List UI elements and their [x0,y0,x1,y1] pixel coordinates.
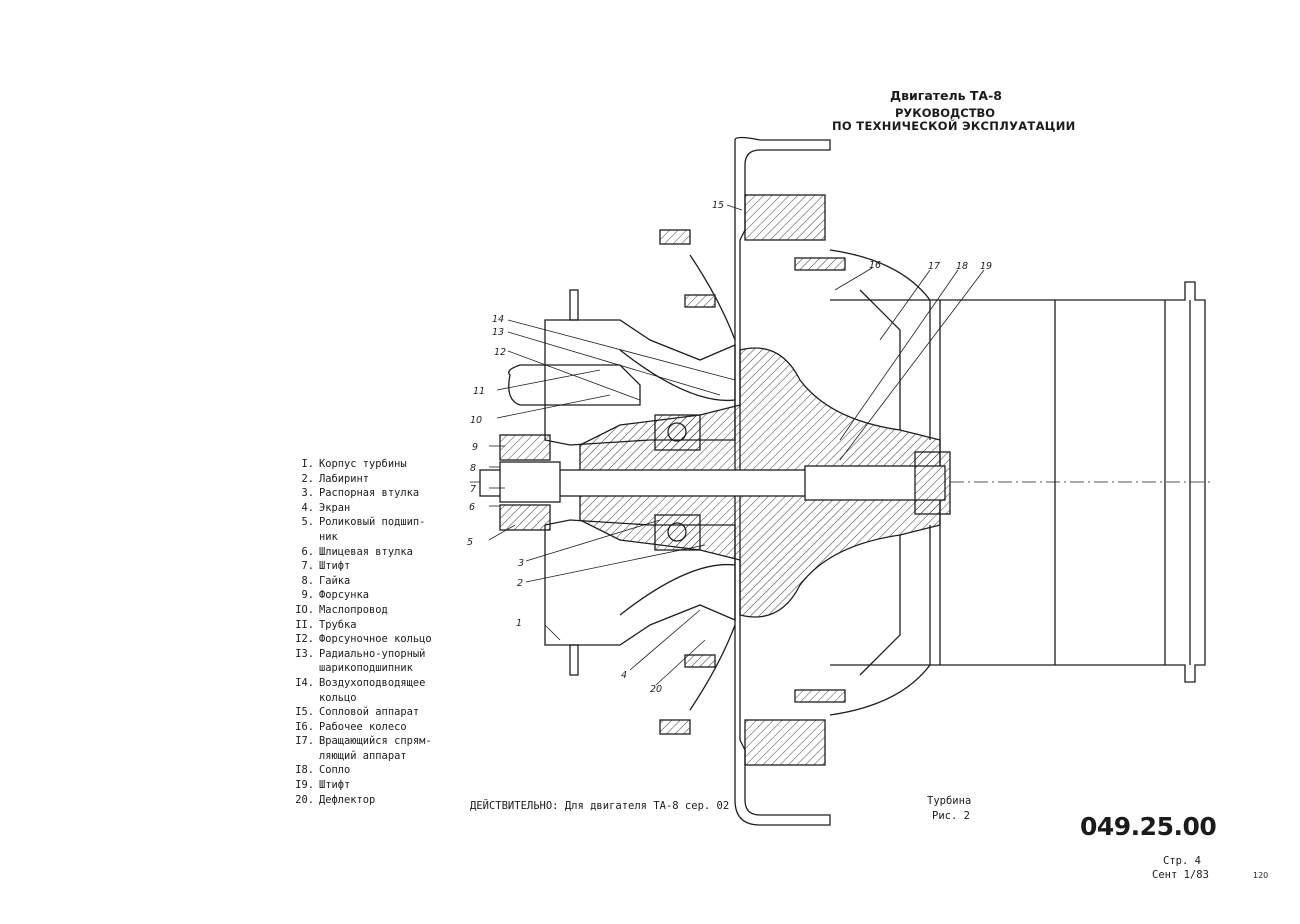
sheet-number: 120 [1253,871,1269,880]
callout-number: 5 [467,537,473,548]
engine-title: Двигатель ТА-8 [890,88,1002,103]
callout-number: 11 [473,386,485,397]
legend-item-number: I. [301,458,314,470]
legend-item-number: I8. [295,764,314,777]
figure-caption-number: Рис. 2 [932,810,970,822]
legend-item: I5. Сопловой аппарат [278,705,448,720]
manual-title-line1: РУКОВОДСТВО [895,106,996,120]
legend-item-label: Рабочее колесо [319,720,407,733]
legend-item-label: Лабиринт [319,472,370,485]
legend-item: I7. Вращающийся спрям- ляющий аппарат [278,734,448,763]
legend-item: 7. Штифт [278,559,448,574]
callout-number: 12 [494,347,506,358]
legend-item-label: Распорная втулка [319,487,420,500]
legend-item-number: I7. [295,735,314,748]
callout-number: 6 [469,502,475,513]
legend-item-number: 8. [301,574,314,587]
legend-item-label: Штифт [319,779,351,792]
callout-number: 8 [470,463,476,474]
legend-item-number: I5. [295,706,314,719]
legend-item: 3. Распорная втулка [278,486,448,501]
legend-item: 4. Экран [278,501,448,516]
callout-number: 14 [492,314,504,325]
legend-item-number: 3. [301,487,314,500]
callout-number: 2 [517,578,523,589]
callout-number: 7 [470,484,476,495]
legend-item-number: I4. [295,676,314,689]
legend-item: II. Трубка [278,618,448,633]
legend-item-label: Вращающийся спрям- ляющий аппарат [319,735,432,762]
legend-item-label: Дефлектор [319,793,376,806]
validity-note: ДЕЙСТВИТЕЛЬНО: Для двигателя ТА-8 сер. 0… [470,800,730,812]
revision-date: Сент 1/83 [1152,869,1209,881]
legend-item: 2. Лабиринт [278,472,448,487]
manual-title-line2: ПО ТЕХНИЧЕСКОЙ ЭКСПЛУАТАЦИИ [832,119,1076,133]
legend-item: I6. Рабочее колесо [278,720,448,735]
callout-number: 16 [869,260,881,271]
document-number: 049.25.00 [1080,812,1217,841]
legend-item: I4. Воздухоподводящее кольцо [278,676,448,705]
legend-item-label: Форсуночное кольцо [319,633,432,646]
callout-number: 17 [928,261,940,272]
legend-item-label: Воздухоподводящее кольцо [319,676,426,704]
legend-item-label: Сопловой аппарат [319,706,420,719]
parts-legend: I. Корпус турбины 2. Лабиринт 3. Распорная вт… [278,457,448,807]
legend-item-number: IO. [295,603,314,616]
callout-number: 10 [470,415,482,426]
legend-item-label: Гайка [319,574,351,587]
legend-item-label: Трубка [319,618,357,631]
legend-item-label: Штифт [319,560,351,573]
callout-number: 15 [712,200,724,211]
legend-item: 20. Дефлектор [278,793,448,808]
legend-item-label: Шлицевая втулка [319,545,413,558]
callout-number: 20 [650,684,662,695]
legend-item-number: 5. [301,516,314,529]
legend-item: I2. Форсуночное кольцо [278,632,448,647]
legend-item-number: I6. [295,720,314,733]
callout-number: 13 [492,327,504,338]
legend-item-number: 6. [301,545,314,558]
legend-item-number: II. [295,618,314,631]
callout-number: 3 [518,558,524,569]
legend-item-label: Радиально-упорный шарикоподшипник [319,647,426,675]
legend-item-number: 20. [295,793,314,806]
figure-caption-title: Турбина [927,795,972,807]
legend-item: I8. Сопло [278,763,448,778]
legend-item-label: Маслопровод [319,603,388,616]
legend-item-label: Форсунка [319,589,370,602]
legend-item-label: Сопло [319,764,351,777]
legend-item-number: I9. [295,779,314,792]
legend-item: I3. Радиально-упорный шарикоподшипник [278,647,448,676]
legend-item-number: 2. [301,472,314,485]
page-number: Стр. 4 [1163,855,1201,867]
legend-item-number: 9. [301,589,314,602]
legend-item-label: Корпус турбины [319,458,407,470]
legend-item-number: 4. [301,501,314,514]
legend-item: 9. Форсунка [278,588,448,603]
legend-item: 6. Шлицевая втулка [278,545,448,560]
legend-item-number: I3. [295,647,314,660]
callout-number: 18 [956,261,968,272]
legend-item-label: Роликовый подшип- ник [319,516,426,543]
legend-item-number: I2. [295,633,314,646]
callout-number: 1 [516,618,522,629]
legend-item: I9. Штифт [278,778,448,793]
legend-item: 5. Роликовый подшип- ник [278,515,448,544]
callout-number: 4 [621,670,627,681]
legend-item: IO. Маслопровод [278,603,448,618]
legend-item-label: Экран [319,501,351,514]
callout-number: 19 [980,261,992,272]
callout-number: 9 [472,442,478,453]
legend-item-number: 7. [301,560,314,573]
legend-item: 8. Гайка [278,574,448,589]
legend-item: I. Корпус турбины [278,457,448,472]
